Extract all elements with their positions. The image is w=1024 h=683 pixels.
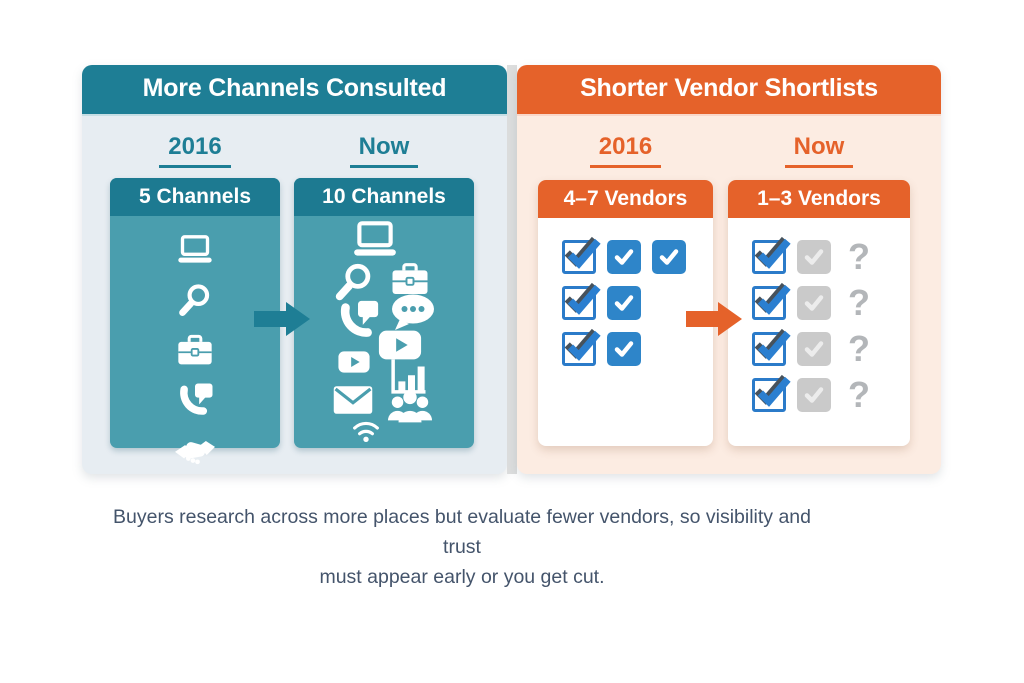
caption-line-2: must appear early or you get cut.: [319, 566, 605, 588]
shortlist-2016-checkbox-grid: [538, 218, 713, 366]
laptop-icon: [173, 231, 217, 271]
checkbox-checked-outline-icon: [752, 374, 791, 412]
video-play-icon: [377, 322, 423, 368]
shortlist-panel-title-text: Shorter Vendor Shortlists: [580, 74, 878, 102]
shortlist-now-checkbox-grid: ????: [728, 218, 910, 415]
people-icon: [387, 384, 433, 430]
checkbox-row: ?: [752, 282, 910, 323]
channels-2016-card: 5 Channels: [110, 178, 280, 465]
checkbox-row: [562, 236, 713, 274]
checkbox-row: [562, 282, 713, 320]
teal-arrow-icon: [254, 301, 310, 342]
checkbox-checked-outline-icon: [752, 282, 791, 320]
phone-chat-icon: [335, 298, 381, 344]
channels-now-card-header: 10 Channels: [294, 178, 474, 216]
handshake-icon: [166, 431, 224, 471]
checkbox-checked-outline-icon: [752, 236, 791, 274]
shortlist-2016-card-header: 4–7 Vendors: [538, 180, 713, 218]
video-play-small-icon: [337, 345, 371, 379]
checkbox-checked-gray-icon: [797, 378, 831, 412]
channels-panel-title-text: More Channels Consulted: [142, 74, 447, 102]
orange-arrow-icon: [686, 301, 742, 342]
shortlist-now-card-header: 1–3 Vendors: [728, 180, 910, 218]
channels-now-label: Now: [294, 133, 474, 168]
shortlist-now-label: Now: [728, 133, 910, 168]
shortlist-panel-title: Shorter Vendor Shortlists: [517, 65, 941, 116]
checkbox-checked-solid-icon: [607, 240, 641, 274]
search-icon: [173, 281, 217, 321]
checkbox-checked-solid-icon: [652, 240, 686, 274]
checkbox-checked-solid-icon: [607, 332, 641, 366]
bar-chart-icon: [387, 356, 429, 398]
checkbox-row: ?: [752, 374, 910, 415]
shortlist-now-card: 1–3 Vendors ????: [728, 180, 910, 446]
checkbox-row: [562, 328, 713, 366]
shortlist-panel: Shorter Vendor Shortlists 2016 Now 4–7 V…: [517, 65, 941, 474]
question-mark: ?: [848, 282, 870, 323]
question-mark: ?: [848, 374, 870, 415]
envelope-icon: [331, 378, 375, 422]
laptop-icon: [350, 216, 400, 266]
chat-ellipsis-icon: [388, 289, 436, 337]
channels-now-icon-list: [294, 216, 474, 486]
briefcase-icon: [389, 259, 431, 301]
wifi-icon: [349, 411, 383, 445]
shortlist-2016-label: 2016: [538, 133, 713, 168]
channels-panel: More Channels Consulted 2016 Now 5 Chann…: [82, 65, 507, 474]
checkbox-checked-solid-icon: [607, 286, 641, 320]
briefcase-icon: [173, 331, 217, 371]
panel-divider: [507, 65, 517, 474]
search-icon: [331, 260, 377, 306]
checkbox-checked-outline-icon: [562, 236, 601, 274]
checkbox-checked-gray-icon: [797, 286, 831, 320]
question-mark: ?: [848, 328, 870, 369]
channels-2016-label: 2016: [110, 133, 280, 168]
checkbox-checked-gray-icon: [797, 240, 831, 274]
checkbox-checked-outline-icon: [562, 328, 601, 366]
phone-chat-icon: [173, 381, 217, 421]
channels-panel-title: More Channels Consulted: [82, 65, 507, 116]
channels-2016-card-header: 5 Channels: [110, 178, 280, 216]
checkbox-checked-outline-icon: [562, 282, 601, 320]
checkbox-checked-gray-icon: [797, 332, 831, 366]
channels-2016-icon-list: [110, 216, 280, 486]
question-mark: ?: [848, 236, 870, 277]
caption-line-1: Buyers research across more places but e…: [113, 506, 811, 558]
caption: Buyers research across more places but e…: [92, 502, 832, 592]
shortlist-2016-card: 4–7 Vendors: [538, 180, 713, 446]
channels-now-card: 10 Channels: [294, 178, 474, 448]
checkbox-row: ?: [752, 236, 910, 277]
checkbox-checked-outline-icon: [752, 328, 791, 366]
checkbox-row: ?: [752, 328, 910, 369]
